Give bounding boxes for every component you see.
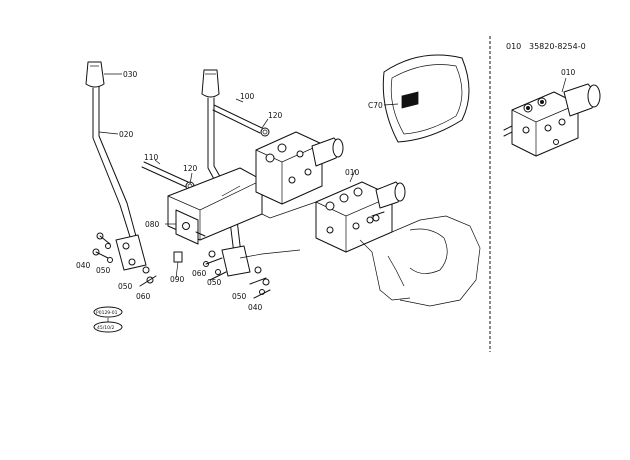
inset-part-number: 35820-8254-0 [529, 42, 586, 51]
label-100: 100 [240, 92, 255, 101]
label-020: 020 [119, 130, 134, 139]
valve-upper [255, 131, 344, 205]
hardware-mid [173, 250, 227, 281]
inset-callout: 010 [561, 68, 576, 77]
label-040-left: 040 [76, 261, 91, 270]
svg-text:45/10/2: 45/10/2 [97, 325, 114, 331]
label-120-lower: 120 [183, 164, 198, 173]
stamp-top: P0129-01 [93, 306, 123, 318]
label-030: 030 [123, 70, 138, 79]
inset-ref: 010 [506, 42, 521, 51]
label-060-left: 060 [136, 292, 151, 301]
mount-plate [167, 167, 263, 245]
leader-lines [98, 73, 399, 279]
valve-010 [315, 181, 406, 253]
rod-100 [212, 104, 270, 137]
label-050-left-b: 050 [118, 282, 133, 291]
hardware-left [92, 232, 157, 287]
label-040-right: 040 [248, 303, 263, 312]
inset-valve-010 [503, 83, 601, 157]
shield-070 [382, 54, 470, 143]
label-050-mid: 050 [207, 278, 222, 287]
label-010: 010 [345, 168, 360, 177]
label-060-mid: 060 [192, 269, 207, 278]
tractor-frame [221, 185, 481, 307]
lever-middle [201, 69, 251, 277]
lever-left [85, 61, 147, 271]
label-080: 080 [145, 220, 160, 229]
label-050-left-a: 050 [96, 266, 111, 275]
hardware-right [249, 266, 271, 299]
label-070: C70 [368, 101, 383, 110]
stamp-bottom: 45/10/2 [93, 321, 123, 333]
label-050-right: 050 [232, 292, 247, 301]
svg-text:P0129-01: P0129-01 [96, 310, 118, 316]
label-120-upper: 120 [268, 111, 283, 120]
label-110: 110 [144, 153, 159, 162]
label-090: 090 [170, 275, 185, 284]
